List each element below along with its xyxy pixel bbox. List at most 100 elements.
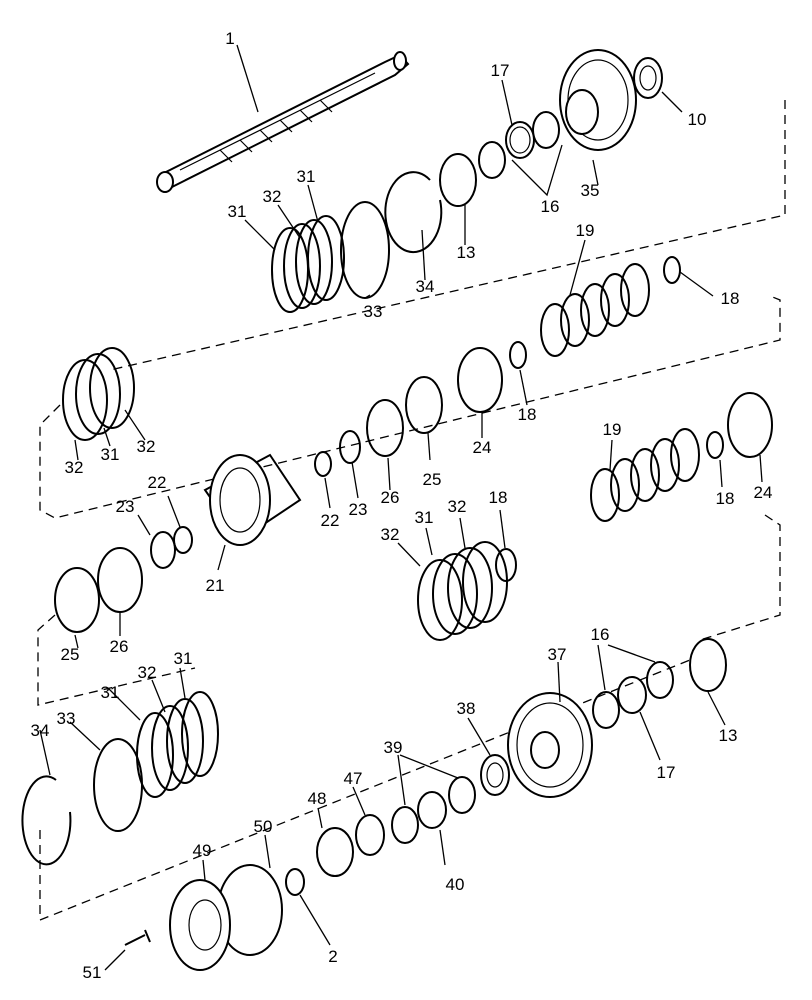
ring-22-upper — [314, 451, 332, 477]
label-32: 32 — [65, 458, 84, 477]
label-35: 35 — [581, 181, 600, 200]
leader-lines — [39, 44, 763, 971]
label-1: 1 — [225, 29, 234, 48]
label-39: 39 — [384, 738, 403, 757]
label-22: 22 — [321, 511, 340, 530]
plate-33-lower — [93, 738, 143, 832]
label-2: 2 — [328, 947, 337, 966]
clutch-pack-left — [62, 347, 135, 441]
snap-ring-34-lower — [21, 775, 72, 866]
label-25: 25 — [423, 470, 442, 489]
ring-17 — [505, 121, 535, 159]
label-23: 23 — [349, 500, 368, 519]
label-18: 18 — [489, 488, 508, 507]
label-21: 21 — [206, 576, 225, 595]
label-40: 40 — [446, 875, 465, 894]
label-32: 32 — [263, 187, 282, 206]
label-24: 24 — [754, 483, 773, 502]
label-25: 25 — [61, 645, 80, 664]
label-31: 31 — [415, 508, 434, 527]
label-33: 33 — [364, 302, 383, 321]
ring-13 — [439, 153, 477, 207]
ring-23-upper — [339, 430, 361, 464]
main-shaft — [156, 51, 410, 193]
label-16: 16 — [541, 197, 560, 216]
ring-26-upper — [366, 399, 404, 457]
label-31: 31 — [297, 167, 316, 186]
label-33: 33 — [57, 709, 76, 728]
ring-16-d — [592, 691, 620, 729]
bearing-10 — [633, 57, 663, 99]
snap-ring-34 — [384, 171, 443, 254]
label-32: 32 — [138, 663, 157, 682]
label-32: 32 — [381, 525, 400, 544]
label-13: 13 — [457, 243, 476, 262]
label-26: 26 — [110, 637, 129, 656]
ring-18-c — [706, 431, 724, 459]
ring-40 — [417, 791, 447, 829]
label-38: 38 — [457, 699, 476, 718]
ring-18-a — [663, 256, 681, 284]
label-22: 22 — [148, 473, 167, 492]
cover-49 — [169, 879, 231, 971]
plate-33 — [340, 201, 390, 299]
ring-18-b — [509, 341, 527, 369]
label-10: 10 — [688, 110, 707, 129]
ring-22-lower — [173, 526, 193, 554]
group-outlines — [37, 100, 786, 921]
ring-17-b — [617, 676, 647, 714]
ring-13-b — [689, 638, 727, 692]
label-13: 13 — [719, 726, 738, 745]
bearing-38 — [480, 754, 510, 796]
ring-23-lower — [150, 531, 176, 569]
label-32: 32 — [137, 437, 156, 456]
label-16: 16 — [591, 625, 610, 644]
label-31: 31 — [174, 649, 193, 668]
label-37: 37 — [548, 645, 567, 664]
label-19: 19 — [576, 221, 595, 240]
label-32: 32 — [448, 497, 467, 516]
gear-35 — [559, 49, 637, 151]
label-18: 18 — [518, 405, 537, 424]
label-50: 50 — [254, 817, 273, 836]
label-23: 23 — [116, 497, 135, 516]
ring-26-lower — [97, 547, 143, 613]
label-17: 17 — [491, 61, 510, 80]
clutch-pack-middle — [417, 541, 508, 641]
ring-39-b — [391, 806, 419, 844]
label-17: 17 — [657, 763, 676, 782]
clutch-pack-lower — [136, 691, 219, 798]
cup-48 — [316, 827, 354, 877]
spring-19-upper — [540, 263, 650, 357]
ring-16 — [478, 111, 560, 179]
label-48: 48 — [308, 789, 327, 808]
hub-21 — [203, 453, 302, 546]
label-34: 34 — [416, 277, 435, 296]
label-31: 31 — [228, 202, 247, 221]
label-26: 26 — [381, 488, 400, 507]
ring-25-upper — [405, 376, 443, 434]
label-49: 49 — [193, 841, 212, 860]
ring-25-lower — [54, 567, 100, 633]
ring-39-a — [448, 776, 476, 814]
part-labels: 1 17 10 35 16 13 34 33 31 32 31 19 18 18… — [31, 29, 773, 982]
label-34: 34 — [31, 721, 50, 740]
washer-24-lower — [727, 392, 773, 458]
label-31: 31 — [101, 683, 120, 702]
clutch-pack-upper — [271, 215, 345, 313]
ring-16-c — [646, 661, 674, 699]
label-18: 18 — [716, 489, 735, 508]
label-19: 19 — [603, 420, 622, 439]
washer-24-upper — [457, 347, 503, 413]
oring-2 — [285, 868, 305, 896]
label-47: 47 — [344, 769, 363, 788]
label-31: 31 — [101, 445, 120, 464]
ring-18-d — [495, 548, 517, 582]
bearing-47 — [355, 814, 385, 856]
spring-19-lower — [590, 428, 700, 522]
label-24: 24 — [473, 438, 492, 457]
label-51: 51 — [83, 963, 102, 982]
bolt-51 — [124, 929, 151, 946]
label-18: 18 — [721, 289, 740, 308]
